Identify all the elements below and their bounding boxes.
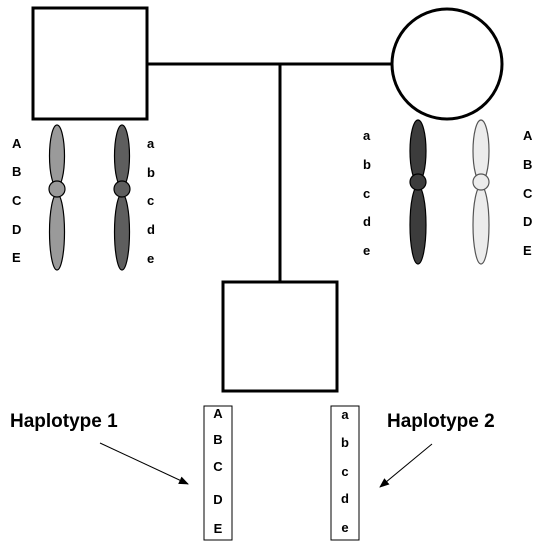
allele-label: a [147, 136, 155, 151]
haplotype-allele: B [213, 432, 222, 447]
father-chromosome-left [48, 124, 66, 271]
chromosome-lower-arm [48, 193, 66, 271]
allele-label: d [363, 214, 371, 229]
allele-label: e [147, 251, 154, 266]
chromosome-upper-arm [113, 124, 131, 188]
mother-chromosome-left [409, 119, 427, 265]
haplotype-allele: E [214, 521, 223, 536]
allele-label: E [12, 250, 21, 265]
haplotype-allele: b [341, 435, 349, 450]
mother-right-labels: A B C D E [523, 128, 533, 258]
allele-label: c [147, 193, 154, 208]
mother-chromosome-right [472, 119, 490, 265]
centromere [472, 173, 490, 191]
father-chromosome-right [113, 124, 131, 271]
allele-label: a [363, 128, 371, 143]
centromere [48, 180, 66, 198]
mother-left-labels: a b c d e [363, 128, 371, 258]
allele-label: D [523, 214, 532, 229]
father-left-labels: A B C D E [12, 136, 22, 265]
allele-label: E [523, 243, 532, 258]
haplotype-allele: e [341, 520, 348, 535]
chromosome-lower-arm [472, 185, 490, 265]
haplotype-allele: C [213, 459, 223, 474]
chromosome-upper-arm [409, 119, 427, 183]
allele-label: C [523, 186, 533, 201]
allele-label: B [523, 157, 532, 172]
child-symbol [221, 280, 339, 393]
haplotype-1-arrow [99, 442, 189, 485]
allele-label: e [363, 243, 370, 258]
allele-label: D [12, 222, 21, 237]
centromere [113, 180, 131, 198]
haplotype-2-arrow [379, 443, 433, 488]
haplotype-1-title: Haplotype 1 [10, 411, 118, 432]
haplotype-2-alleles: a b c d e [341, 407, 349, 535]
chromosome-lower-arm [113, 193, 131, 271]
allele-label: b [363, 157, 371, 172]
allele-label: c [363, 186, 370, 201]
father-symbol [31, 6, 149, 121]
chromosome-lower-arm [409, 185, 427, 265]
chromosome-upper-arm [48, 124, 66, 188]
haplotype-allele: d [341, 491, 349, 506]
haplotype-allele: c [341, 464, 348, 479]
centromere [409, 173, 427, 191]
haplotype-allele: D [213, 492, 222, 507]
allele-label: b [147, 165, 155, 180]
allele-label: B [12, 164, 21, 179]
haplotype-1-alleles: A B C D E [213, 406, 223, 536]
allele-label: A [12, 136, 22, 151]
haplotype-allele: A [213, 406, 223, 421]
haplotype-2-title: Haplotype 2 [387, 411, 495, 432]
mother-symbol [390, 7, 504, 121]
haplotype-allele: a [341, 407, 349, 422]
haplotype-2-box [330, 405, 360, 541]
chromosome-upper-arm [472, 119, 490, 183]
father-right-labels: a b c d e [147, 136, 155, 266]
allele-label: A [523, 128, 533, 143]
allele-label: d [147, 222, 155, 237]
haplotype-1-box [203, 405, 233, 541]
allele-label: C [12, 193, 22, 208]
